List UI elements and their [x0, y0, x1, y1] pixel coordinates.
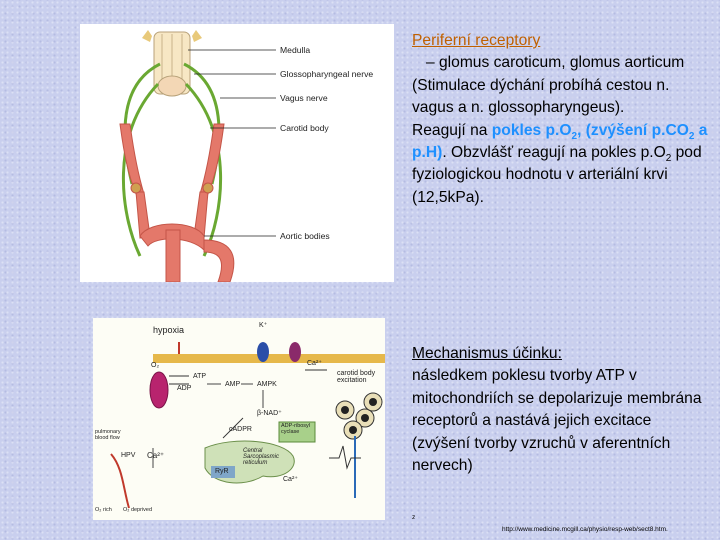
reaction-sub: 2: [665, 153, 672, 165]
text-block-mechanism: Mechanismus účinku: následkem poklesu tv…: [412, 343, 712, 477]
paragraph-reaction: Reagují na pokles p.O2, (zvýšení p.CO2 a…: [412, 120, 712, 210]
medulla-drawing: [142, 30, 202, 97]
label-ca-ion: Ca²⁺: [307, 360, 322, 367]
label-o2: O₂: [151, 362, 160, 369]
label-adp: ADP: [177, 385, 192, 392]
label-o2-rich: O₂ rich: [95, 507, 112, 513]
label-adp-ribosyl-cyclase: ADP-ribosyl cyclase: [281, 423, 311, 435]
label-aortic-bodies: Aortic bodies: [280, 231, 330, 241]
label-pulmonary-blood-flow: pulmonary blood flow: [95, 429, 121, 441]
mechanism-illustration: [110, 342, 385, 509]
text-block-peripheral-receptors: Periferní receptory – glomus caroticum, …: [412, 30, 712, 209]
heading-peripheral-receptors: Periferní receptory: [412, 32, 541, 49]
label-amp: AMP: [225, 381, 241, 388]
pco2-text: , (zvýšení p.CO: [577, 121, 689, 139]
paragraph-stimulation: (Stimulace dýchání probíhá cestou n. vag…: [412, 76, 670, 117]
anatomy-figure: Medulla Glossopharyngeal nerve Vagus ner…: [80, 24, 394, 282]
pco2-sub: 2: [688, 130, 695, 142]
label-medulla: Medulla: [280, 45, 311, 55]
label-glossopharyngeal-nerve: Glossopharyngeal nerve: [280, 69, 374, 79]
paragraph-mechanism: následkem poklesu tvorby ATP v mitochond…: [412, 367, 702, 475]
label-ca-ion-3: Ca²⁺: [283, 476, 298, 483]
label-ca-ion-2: Ca²⁺: [147, 451, 165, 460]
k-channel-icon: [257, 342, 269, 362]
label-ryr: RyR: [215, 468, 229, 475]
label-carotid-body: Carotid body: [280, 123, 329, 133]
ph-text: a p.H): [412, 121, 708, 162]
reaction-text-a: Reagují na: [412, 121, 492, 139]
adp-ribosyl-cyclase-box: [278, 421, 316, 443]
source-prefix: z: [412, 514, 416, 521]
label-hpv: HPV: [121, 452, 136, 459]
label-atp: ATP: [193, 373, 207, 380]
arteries: [119, 123, 235, 282]
ca-channel-icon: [289, 342, 301, 362]
anatomy-illustration: [119, 30, 276, 282]
mechanism-diagram: hypoxia K⁺ O₂ ATP ADP AMP AMPK Ca²⁺ caro…: [93, 318, 385, 520]
membrane-band: [153, 354, 385, 363]
label-hypoxia: hypoxia: [153, 325, 185, 335]
label-k-ion: K⁺: [259, 322, 268, 329]
label-o2-deprived: O₂ deprived: [123, 507, 153, 513]
heading-mechanism: Mechanismus účinku:: [412, 345, 562, 362]
po2-sub: 2: [571, 130, 578, 142]
reaction-text-c: pod fyziologickou hodnotu v arteriální k…: [412, 144, 702, 206]
reaction-po2: pokles p.O2, (zvýšení p.CO2 a p.H): [412, 122, 707, 161]
mitochondrion-icon: [149, 371, 169, 409]
glomus-cells: [329, 392, 383, 498]
source-url[interactable]: http://www.medicine.mcgill.ca/physio/res…: [502, 526, 668, 533]
label-central-sr: Central Sarcoplasmic reticulum: [243, 448, 280, 466]
ryr-channel: [211, 466, 235, 478]
label-vagus-nerve: Vagus nerve: [280, 93, 328, 103]
po2-text: pokles p.O: [491, 121, 572, 139]
leader-lines: [188, 49, 276, 237]
label-cadpr: cADPR: [229, 426, 252, 433]
reaction-text-b: . Obzvlášť reagují na pokles p.O: [442, 144, 666, 162]
label-carotid-body-excitation: carotid body excitation: [337, 370, 376, 384]
paragraph-glomus: – glomus caroticum, glomus aorticum: [426, 54, 685, 72]
label-ampk: AMPK: [257, 381, 277, 388]
label-beta-nad: β-NAD⁺: [257, 410, 282, 417]
